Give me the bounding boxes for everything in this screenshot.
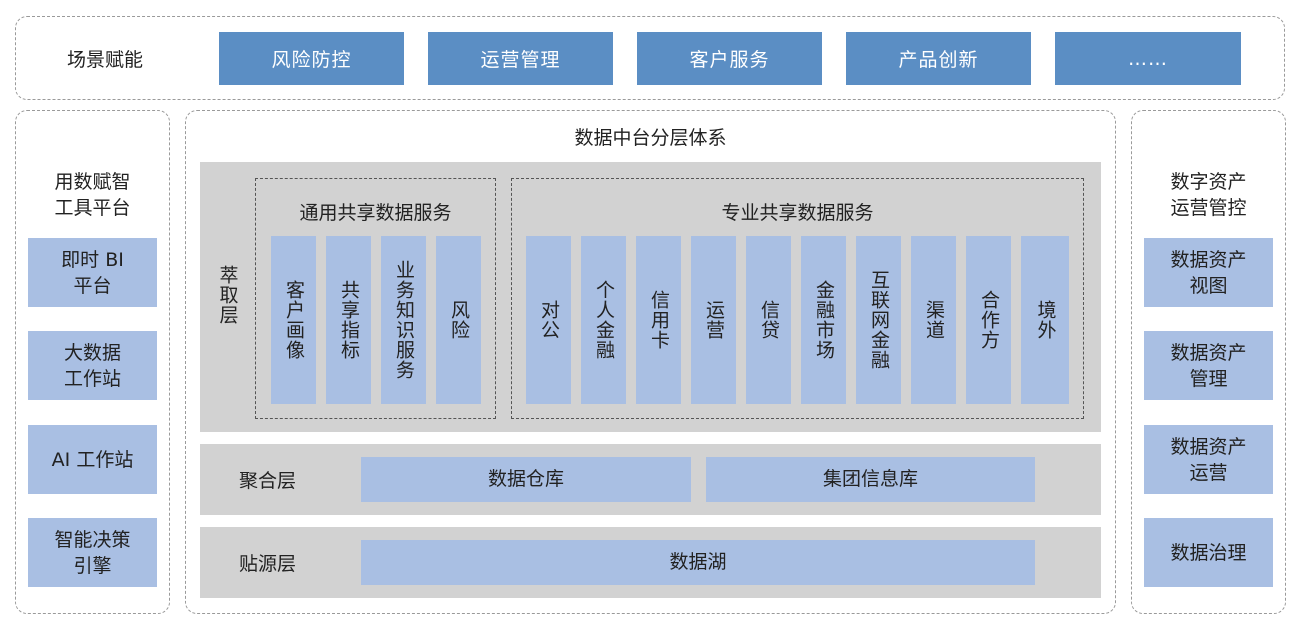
scenario-label: 场景赋能 <box>66 48 143 71</box>
tool-bi-platform[interactable]: 即时 BI 平台 <box>28 238 157 307</box>
scenario-item-risk-control[interactable]: 风险防控 <box>219 32 404 85</box>
special-service-title: 专业共享数据服务 <box>721 201 874 224</box>
asset-view[interactable]: 数据资产 视图 <box>1144 238 1273 307</box>
scenario-item-more[interactable]: …… <box>1055 32 1241 85</box>
tool-decision-engine[interactable]: 智能决策 引擎 <box>28 518 157 587</box>
general-item-business-knowledge[interactable]: 业务知识服务 <box>381 236 426 404</box>
special-item-label: 渠道 <box>923 300 945 340</box>
source-layer-label: 贴源层 <box>238 553 296 575</box>
general-item-label: 客户画像 <box>283 280 305 360</box>
general-item-label: 风险 <box>448 300 470 340</box>
asset-management[interactable]: 数据资产 管理 <box>1144 331 1273 400</box>
special-item-internet-finance[interactable]: 互联网金融 <box>856 236 901 404</box>
tool-bigdata-workstation[interactable]: 大数据 工作站 <box>28 331 157 400</box>
special-item-loan[interactable]: 信贷 <box>746 236 791 404</box>
special-item-credit-card[interactable]: 信用卡 <box>636 236 681 404</box>
special-item-channel[interactable]: 渠道 <box>911 236 956 404</box>
scenario-item-customer-service[interactable]: 客户服务 <box>637 32 822 85</box>
general-item-risk[interactable]: 风险 <box>436 236 481 404</box>
general-item-customer-profile[interactable]: 客户画像 <box>271 236 316 404</box>
scenario-item-operations[interactable]: 运营管理 <box>428 32 613 85</box>
scenario-item-product-innovation[interactable]: 产品创新 <box>846 32 1031 85</box>
special-item-label: 对公 <box>538 300 560 340</box>
special-item-label: 合作方 <box>978 290 1000 350</box>
special-item-personal-finance[interactable]: 个人金融 <box>581 236 626 404</box>
special-item-label: 信贷 <box>758 300 780 340</box>
right-asset-panel <box>1131 110 1286 614</box>
special-item-partner[interactable]: 合作方 <box>966 236 1011 404</box>
data-middle-platform-panel <box>185 110 1116 614</box>
data-governance[interactable]: 数据治理 <box>1144 518 1273 587</box>
special-item-label: 互联网金融 <box>868 270 890 370</box>
tool-ai-workstation[interactable]: AI 工作站 <box>28 425 157 494</box>
special-item-label: 个人金融 <box>593 280 615 360</box>
data-warehouse[interactable]: 数据仓库 <box>361 457 691 502</box>
special-item-financial-market[interactable]: 金融市场 <box>801 236 846 404</box>
special-service-group <box>511 178 1084 419</box>
special-item-label: 运营 <box>703 300 725 340</box>
general-service-title: 通用共享数据服务 <box>299 201 452 224</box>
scenario-panel <box>15 16 1285 100</box>
data-lake[interactable]: 数据湖 <box>361 540 1035 585</box>
general-service-group <box>255 178 496 419</box>
special-item-label: 信用卡 <box>648 290 670 350</box>
aggregate-layer-label: 聚合层 <box>238 470 296 492</box>
special-item-label: 境外 <box>1034 300 1057 340</box>
asset-operation[interactable]: 数据资产 运营 <box>1144 425 1273 494</box>
group-info-base[interactable]: 集团信息库 <box>706 457 1035 502</box>
extract-layer-label: 萃取层 <box>216 265 239 325</box>
general-item-label: 共享指标 <box>338 280 360 360</box>
general-item-label: 业务知识服务 <box>393 260 415 380</box>
special-item-label: 金融市场 <box>813 280 835 360</box>
special-item-overseas[interactable]: 境外 <box>1021 236 1069 404</box>
general-item-shared-metrics[interactable]: 共享指标 <box>326 236 371 404</box>
special-item-corporate[interactable]: 对公 <box>526 236 571 404</box>
left-panel-title: 用数赋智 工具平台 <box>54 171 131 219</box>
center-title: 数据中台分层体系 <box>574 126 727 149</box>
left-tools-panel <box>15 110 170 614</box>
right-panel-title: 数字资产 运营管控 <box>1170 171 1247 219</box>
special-item-operation[interactable]: 运营 <box>691 236 736 404</box>
